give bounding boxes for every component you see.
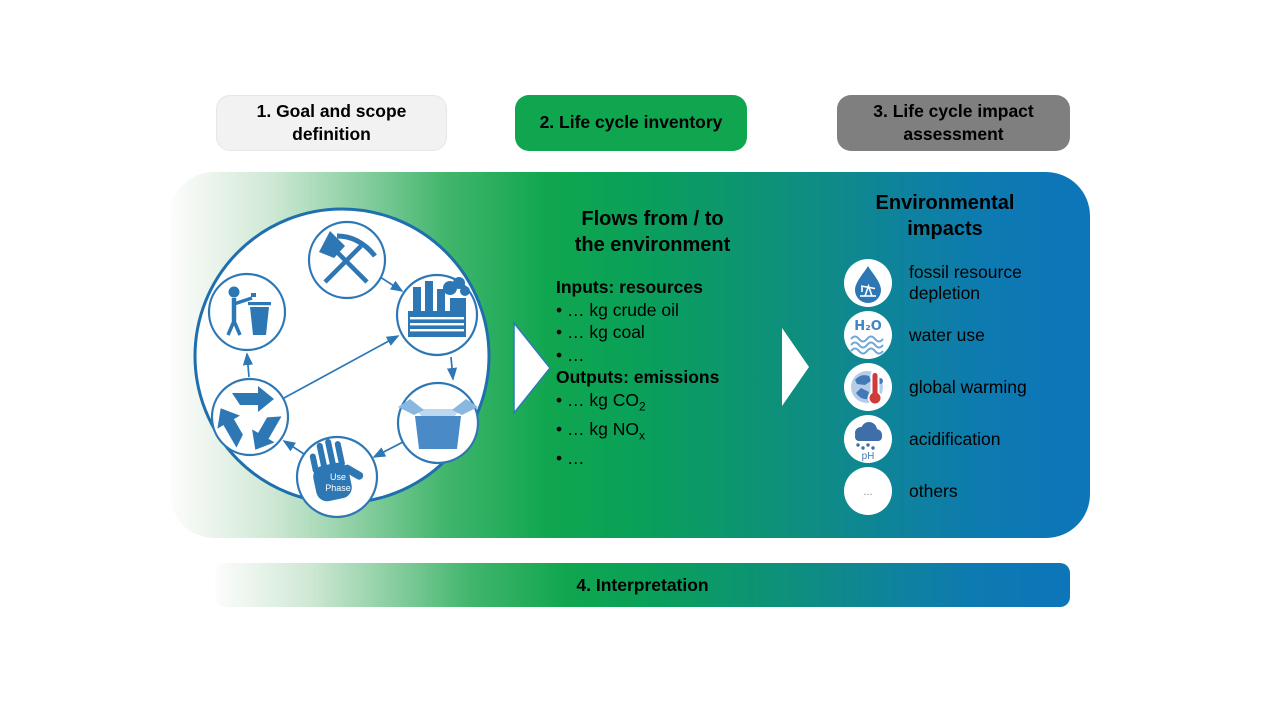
impact-label: fossil resource depletion	[909, 262, 1022, 303]
open-box-icon	[398, 399, 478, 449]
impact-row-water: H₂O water use	[843, 310, 1059, 360]
water-h2o-icon: H₂O	[844, 311, 892, 359]
svg-text:pH: pH	[862, 451, 875, 462]
input-item: … kg coal	[556, 321, 719, 344]
svg-text:...: ...	[863, 486, 872, 498]
input-item: …	[556, 344, 719, 367]
flows-title-line2: the environment	[574, 234, 731, 256]
stage-use-phase: Use Phase	[295, 435, 379, 519]
recycling-arrows-icon	[217, 386, 282, 450]
output-item: … kg NOx	[556, 418, 719, 447]
use-phase-label-line1: Use	[330, 472, 346, 482]
stage-packaging	[396, 381, 480, 465]
ellipsis-icon: ...	[844, 467, 892, 515]
life-cycle-circle-diagram: Use Phase	[193, 207, 491, 519]
impact-row-acidification: pH acidification	[843, 414, 1059, 464]
outputs-heading: Outputs: emissions	[556, 367, 720, 387]
impact-label: global warming	[909, 376, 1027, 397]
input-item: … kg crude oil	[556, 299, 719, 322]
arrow-right-icon	[782, 328, 809, 406]
impacts-title-line2: impacts	[907, 218, 983, 240]
step-inventory-box: 2. Life cycle inventory	[515, 95, 747, 151]
globe-thermometer-icon	[844, 363, 892, 411]
impact-row-global-warming: global warming	[843, 362, 1059, 412]
interpretation-label: 4. Interpretation	[576, 574, 709, 595]
factory-icon	[408, 277, 470, 337]
step-impact-assessment-box: 3. Life cycle impact assessment	[837, 95, 1070, 151]
hand-use-phase-icon	[309, 439, 364, 502]
stage-production	[395, 273, 479, 357]
inputs-heading: Inputs: resources	[556, 277, 703, 297]
step-impact-assessment-label: 3. Life cycle impact assessment	[873, 100, 1034, 144]
output-item: … kg CO2	[556, 389, 719, 418]
step-goal-scope-label: 1. Goal and scope definition	[256, 100, 407, 144]
impact-label: others	[909, 480, 958, 501]
stage-extraction	[307, 220, 387, 300]
impact-label: water use	[909, 324, 985, 345]
svg-text:H₂O: H₂O	[854, 319, 882, 334]
impacts-title: Environmental impacts	[845, 190, 1045, 242]
flows-title-line1: Flows from / to	[581, 208, 724, 230]
arrow-right-icon	[513, 321, 551, 415]
impact-label: acidification	[909, 428, 1001, 449]
stage-recycling	[210, 377, 290, 457]
acid-rain-cloud-icon: pH	[844, 415, 892, 463]
flows-list: Inputs: resources … kg crude oil … kg co…	[556, 276, 719, 476]
impact-row-fossil: fossil resource depletion	[843, 258, 1059, 308]
pickaxe-shovel-icon	[319, 231, 377, 284]
interpretation-bar: 4. Interpretation	[215, 563, 1070, 607]
oil-drop-pump-icon	[844, 259, 892, 307]
step-inventory-label: 2. Life cycle inventory	[539, 112, 723, 133]
output-item: …	[556, 447, 719, 476]
impacts-title-line1: Environmental	[875, 192, 1015, 214]
person-trash-bin-icon	[226, 286, 271, 336]
cycle-arrows	[242, 276, 458, 458]
step-goal-scope-box: 1. Goal and scope definition	[216, 95, 447, 151]
stage-disposal	[207, 272, 287, 352]
use-phase-label-line2: Phase	[325, 483, 351, 493]
impact-row-others: ... others	[843, 466, 1059, 516]
flows-title: Flows from / to the environment	[535, 206, 770, 258]
